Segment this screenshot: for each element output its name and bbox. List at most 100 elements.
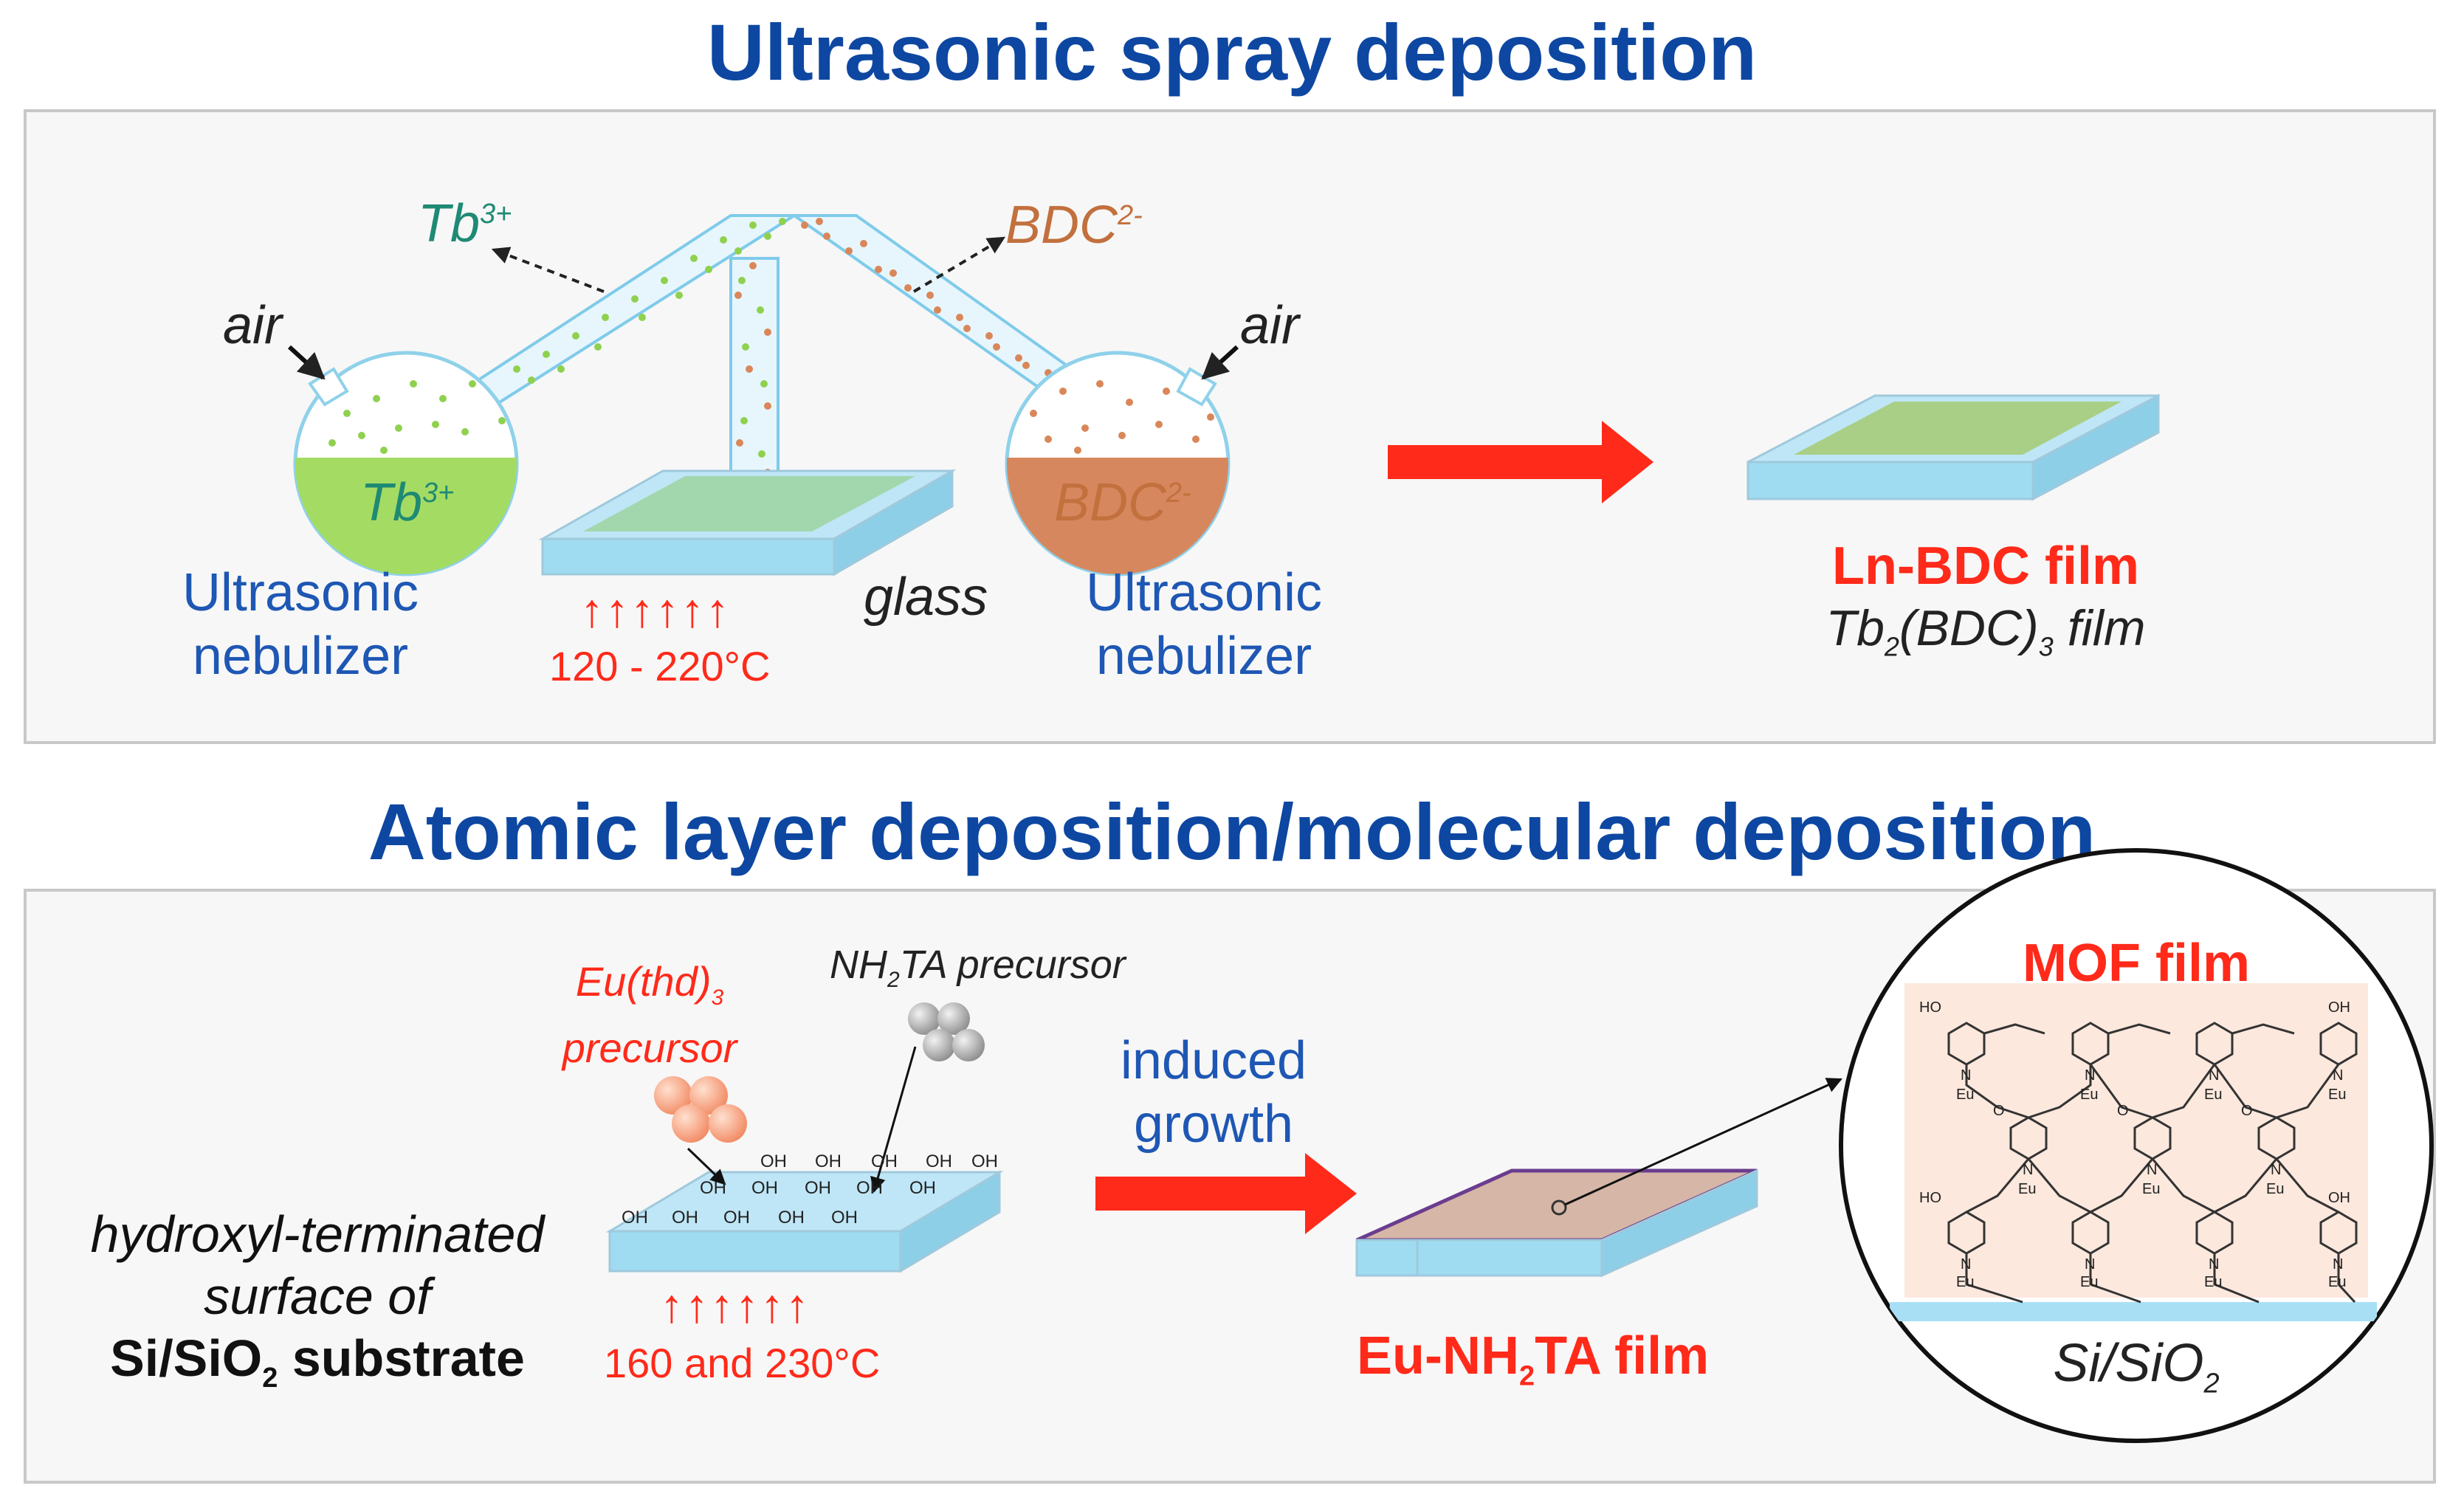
- glass-substrate: [538, 469, 957, 576]
- heat-arrows-bottom: ↑↑↑↑↑↑: [660, 1279, 811, 1332]
- temperature-top: 120 - 220°C: [549, 643, 771, 689]
- oh-label: OH: [805, 1178, 831, 1198]
- bdc-ion-text: BDC: [1005, 196, 1118, 255]
- mof-atom-ho-2: HO: [1919, 1190, 1941, 1206]
- oh-label: OH: [760, 1152, 787, 1171]
- mof-atom-eu-10: Eu: [2204, 1274, 2223, 1290]
- zoom-pointer-line: [1564, 1078, 1842, 1206]
- oh-label: OH: [926, 1152, 952, 1171]
- induced-growth-line2: growth: [1133, 1095, 1294, 1154]
- mof-atom-eu-3: Eu: [2204, 1087, 2223, 1103]
- mof-atom-n-8: N: [1961, 1256, 1972, 1273]
- right-flask-text: BDC: [1054, 473, 1167, 532]
- oh-label: OH: [831, 1208, 858, 1228]
- si-sio2-substrate: [605, 1170, 1004, 1273]
- mof-atom-eu-7: Eu: [2266, 1181, 2285, 1197]
- oh-label: OH: [672, 1208, 698, 1228]
- mof-atom-o-2: O: [2117, 1103, 2129, 1119]
- top-section-title: Ultrasonic spray deposition: [706, 7, 1758, 97]
- mof-atom-n-11: N: [2333, 1256, 2344, 1273]
- mof-atom-eu-8: Eu: [1956, 1274, 1975, 1290]
- mof-atom-eu-11: Eu: [2328, 1274, 2347, 1290]
- left-flask-charge: 3+: [422, 478, 455, 509]
- bottom-section-title: Atomic layer deposition/molecular deposi…: [368, 787, 2096, 876]
- mof-atom-n-1: N: [1961, 1067, 1972, 1084]
- oh-label: OH: [700, 1178, 726, 1198]
- oh-label: OH: [971, 1152, 998, 1171]
- mof-atom-n-5: N: [2023, 1162, 2034, 1178]
- heat-arrows-top: ↑↑↑↑↑↑: [580, 584, 731, 637]
- film-sub-2: 2: [1518, 1360, 1535, 1392]
- surface-substrate-word: substrate: [278, 1329, 525, 1387]
- mof-substrate-label: Si/SiO2: [1989, 1333, 2284, 1400]
- nh2ta-precursor-spheres: [908, 1002, 985, 1061]
- oh-label: OH: [723, 1208, 750, 1228]
- oh-label: OH: [751, 1178, 778, 1198]
- ln-bdc-film-product: [1747, 393, 2160, 501]
- eu-precursor-line2: precursor: [562, 1025, 737, 1072]
- nh2ta-sub: 2: [887, 967, 900, 992]
- film-eu-nh: Eu-NH: [1357, 1326, 1519, 1385]
- tb-dashed-arrow: [491, 247, 605, 293]
- bdc-ion-charge: 2-: [1118, 200, 1143, 231]
- bdc-droplets: [734, 218, 1059, 476]
- mof-atom-oh-1: OH: [2328, 999, 2350, 1016]
- oh-label: OH: [622, 1208, 648, 1228]
- bdc-dashed-arrow: [912, 236, 1006, 293]
- eu-precursor-arrow: [686, 1147, 726, 1185]
- ln-bdc-film-label: Ln-BDC film: [1832, 537, 2139, 596]
- nh2ta-precursor-label: NH2TA precursor: [830, 942, 1126, 993]
- oh-label: OH: [856, 1178, 883, 1198]
- mof-atom-n-3: N: [2209, 1067, 2220, 1084]
- left-nebulizer-line1: Ultrasonic: [182, 563, 419, 622]
- film-ta: TA film: [1535, 1326, 1710, 1385]
- process-arrow-top: [1388, 421, 1653, 503]
- tb-bdc-formula: Tb2(BDC)3 film: [1698, 599, 2274, 663]
- induced-growth-label: induced growth: [1081, 1029, 1346, 1156]
- surface-sisio: Si/SiO: [110, 1329, 263, 1387]
- air-left-arrow: [287, 345, 326, 380]
- glass-label: glass: [864, 568, 988, 627]
- mof-zoom-circle: [1839, 848, 2434, 1443]
- surface-line2: surface of: [204, 1267, 431, 1325]
- mof-atom-eu-6: Eu: [2142, 1181, 2161, 1197]
- tb-droplets: [513, 218, 786, 458]
- mof-film-title: MOF film: [2023, 934, 2250, 993]
- right-nebulizer-line2: nebulizer: [1095, 627, 1312, 686]
- air-right-arrow: [1201, 345, 1239, 380]
- mof-atom-n-6: N: [2147, 1162, 2158, 1178]
- mof-atom-eu-5: Eu: [2018, 1181, 2037, 1197]
- nh2ta-precursor-arrow: [870, 1046, 917, 1194]
- right-nebulizer-label: Ultrasonic nebulizer: [1067, 561, 1341, 688]
- oh-label: OH: [815, 1152, 842, 1171]
- nh2ta-rest: TA precursor: [899, 943, 1126, 987]
- mof-atom-eu-9: Eu: [2080, 1274, 2099, 1290]
- tb-ion-text: Tb: [418, 194, 481, 253]
- eu-precursor-sub: 3: [711, 985, 724, 1011]
- surface-line1: hydroxyl-terminated: [90, 1205, 545, 1263]
- tb-ion-label: Tb3+: [418, 193, 512, 254]
- surface-sub-2: 2: [262, 1363, 278, 1394]
- mof-structure: [1947, 1022, 2358, 1304]
- right-nebulizer-line1: Ultrasonic: [1085, 563, 1323, 622]
- mof-atom-oh-2: OH: [2328, 1190, 2350, 1206]
- eu-precursor-line1: Eu(thd)3: [517, 957, 782, 1023]
- left-flask-text: Tb: [360, 473, 423, 532]
- oh-label: OH: [871, 1152, 898, 1171]
- right-flask-charge: 2-: [1166, 478, 1191, 509]
- mof-atom-eu-2: Eu: [2080, 1087, 2099, 1103]
- mof-sub-2: 2: [2203, 1368, 2220, 1400]
- oh-label: OH: [778, 1208, 805, 1228]
- left-nebulizer-label: Ultrasonic nebulizer: [164, 561, 437, 688]
- surface-description: hydroxyl-terminated surface of Si/SiO2 s…: [52, 1203, 583, 1409]
- mof-atom-n-4: N: [2333, 1067, 2344, 1084]
- right-flask-label: BDC2-: [1054, 472, 1191, 533]
- oh-label: OH: [909, 1178, 936, 1198]
- mof-atom-o-1: O: [1993, 1103, 2005, 1119]
- eu-precursor-spheres: [654, 1076, 747, 1143]
- formula-sub-3: 3: [2038, 631, 2054, 662]
- mof-atom-n-9: N: [2085, 1256, 2096, 1273]
- formula-film: film: [2053, 600, 2146, 656]
